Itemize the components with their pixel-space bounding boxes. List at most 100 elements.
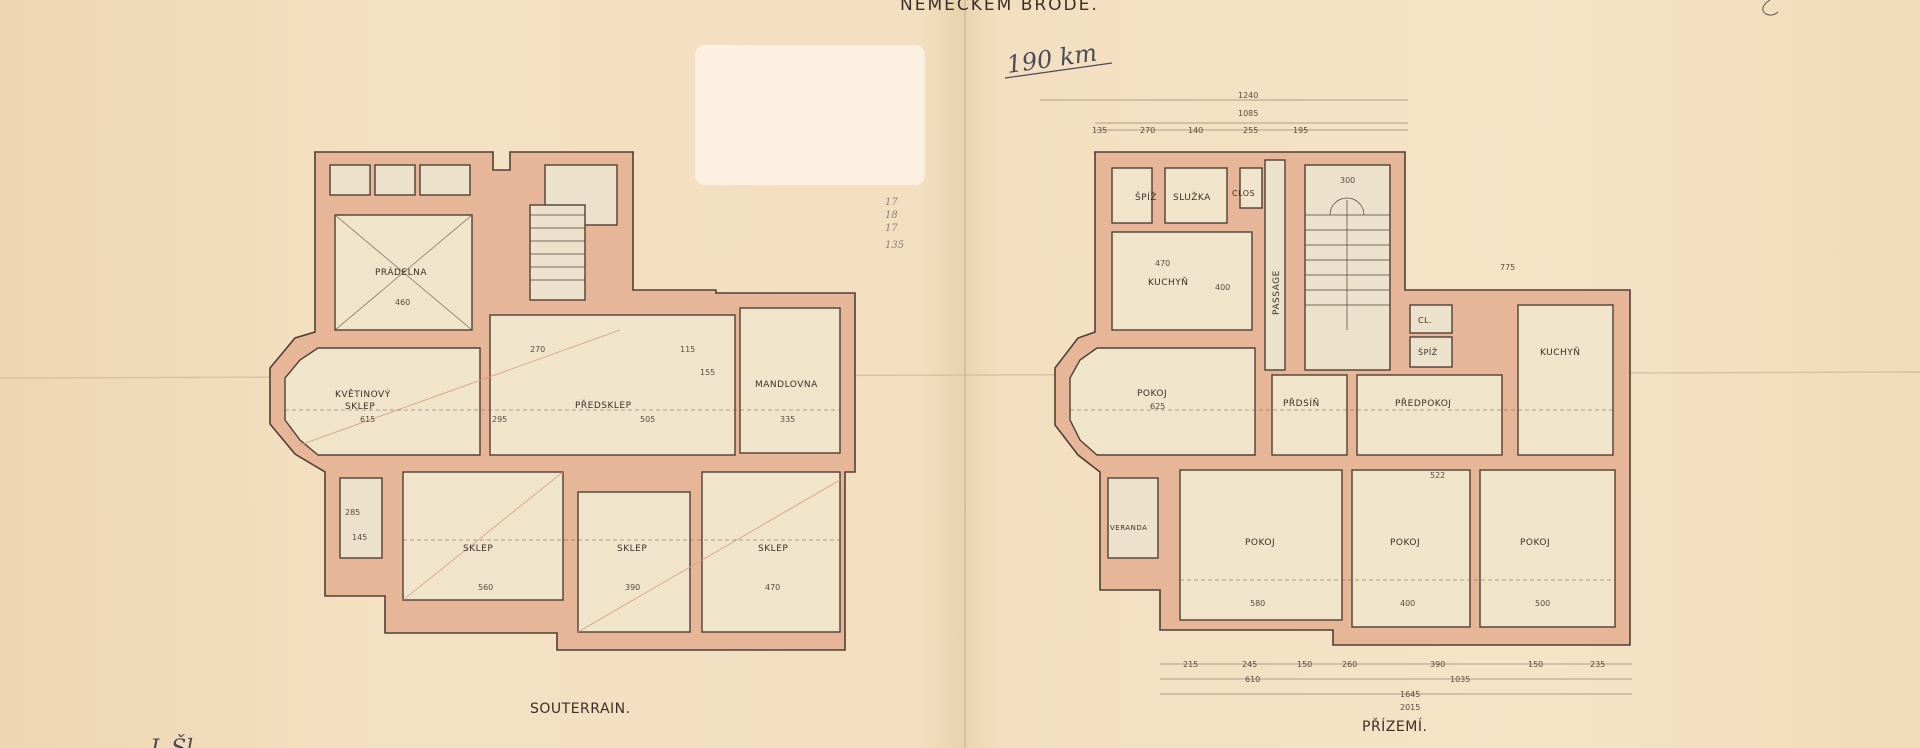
underline [1004,62,1113,79]
dimension: 580 [1250,599,1265,608]
dimension: 255 [1243,126,1258,135]
room-label: POKOJ [1245,538,1275,548]
dimension: 522 [1430,471,1445,480]
room-veranda [1107,477,1159,559]
room-kuchyn-2 [1517,304,1614,456]
svg-text:135: 135 [885,240,904,251]
dimension: 235 [1590,660,1605,669]
svg-text:17: 17 [885,223,898,234]
dimension: 610 [1245,675,1260,684]
prizemi-plan: 1240 1085 135 270 140 255 195 ŠPÍŽ [1040,91,1632,735]
dimension: 1240 [1238,91,1258,100]
room-label: MANDLOVNA [755,380,818,390]
room-label: PŘDSÍŇ [1283,397,1320,409]
room-label: SKLEP [345,402,375,412]
dimension: 155 [700,368,715,377]
dimension: 400 [1400,599,1415,608]
room-label: SKLEP [617,544,647,554]
dimension: 150 [1528,660,1543,669]
dimension: 245 [1242,660,1257,669]
room-pokoj-4 [1479,469,1616,628]
dimension: 390 [1430,660,1445,669]
dimension: 1035 [1450,675,1470,684]
handwritten-note: 190 km [1005,39,1099,79]
room-kvetinovy-sklep [284,347,481,456]
dimension: 260 [1342,660,1357,669]
pencil-notes: 17 18 17 135 [885,197,904,251]
room-pokoj [1069,347,1256,456]
staircase [529,204,586,301]
souterrain-plan: PRÁDELNA KVĚTINOVÝ SKLEP PŘEDSKLEP MANDL… [269,151,856,717]
dimension: 400 [1215,283,1230,292]
room-label: KVĚTINOVÝ [335,388,391,400]
dimension: 140 [1188,126,1203,135]
room-label: PŘEDPOKOJ [1395,398,1451,409]
room-label: POKOJ [1390,538,1420,548]
room-label: SLUŽKA [1173,191,1211,203]
room-sklep-3 [701,471,841,633]
dimension: 135 [1092,126,1107,135]
room-sluzka [1164,167,1228,224]
room-kuchyn [1111,231,1253,331]
room-spiz [1111,167,1153,224]
room-label: ŠPÍŽ [1418,346,1438,357]
dimension: 270 [530,345,545,354]
dimension: 625 [1150,402,1165,411]
plan-title-souterrain: SOUTERRAIN. [530,701,631,717]
dimension: 150 [1297,660,1312,669]
dimension: 500 [1535,599,1550,608]
dimension: 2015 [1400,703,1420,712]
signature: J. Šl [146,734,193,748]
dimension: 195 [1293,126,1308,135]
dimension: 1645 [1400,690,1420,699]
svg-text:17: 17 [885,197,898,208]
plan-title-prizemi: PŘÍZEMÍ. [1362,718,1427,735]
room-label: PASSAGE [1272,270,1282,315]
staircase [1304,164,1391,371]
dimension: 300 [1340,176,1355,185]
room-label: POKOJ [1520,538,1550,548]
dimension: 115 [680,345,695,354]
dimension: 335 [780,415,795,424]
room-label: PŘEDSKLEP [575,400,632,411]
dimension: 560 [478,583,493,592]
room-pokoj-2 [1179,469,1343,621]
room-label: SKLEP [463,544,493,554]
room-pokoj-3 [1351,469,1471,628]
dimension: 470 [1155,259,1170,268]
dimension: 460 [395,298,410,307]
dimension: 775 [1500,263,1515,272]
room-sklep-2 [577,491,691,633]
room-spiz-2 [1409,336,1453,368]
paper-stain [695,45,925,185]
room-label: VERANDA [1110,524,1147,532]
dimension: 285 [345,508,360,517]
room-label: SKLEP [758,544,788,554]
room-label: ŠPÍŽ [1135,191,1157,203]
room-passage [1264,159,1286,371]
dimension: 390 [625,583,640,592]
page-mark [1762,0,1779,16]
dimension: 295 [492,415,507,424]
room-predsin [1271,374,1348,456]
room-mandlovna [739,307,841,454]
room-label: CL. [1418,316,1432,325]
dimension: 145 [352,533,367,542]
dimension: 505 [640,415,655,424]
dimension: 470 [765,583,780,592]
room-predsklep [489,314,736,456]
sheet-title: NĚMECKÉM BRODĚ. [900,0,1099,15]
dimension: 215 [1183,660,1198,669]
dimension: 615 [360,415,375,424]
room-label: PRÁDELNA [375,266,427,278]
room-label: KUCHYŇ [1540,347,1581,358]
room-clos [1239,167,1263,209]
room-predpokoj [1356,374,1503,456]
dimension: 270 [1140,126,1155,135]
room-label: CLOS [1232,189,1255,198]
room-label: POKOJ [1137,389,1167,399]
svg-text:18: 18 [885,210,898,221]
dimension: 1085 [1238,109,1258,118]
